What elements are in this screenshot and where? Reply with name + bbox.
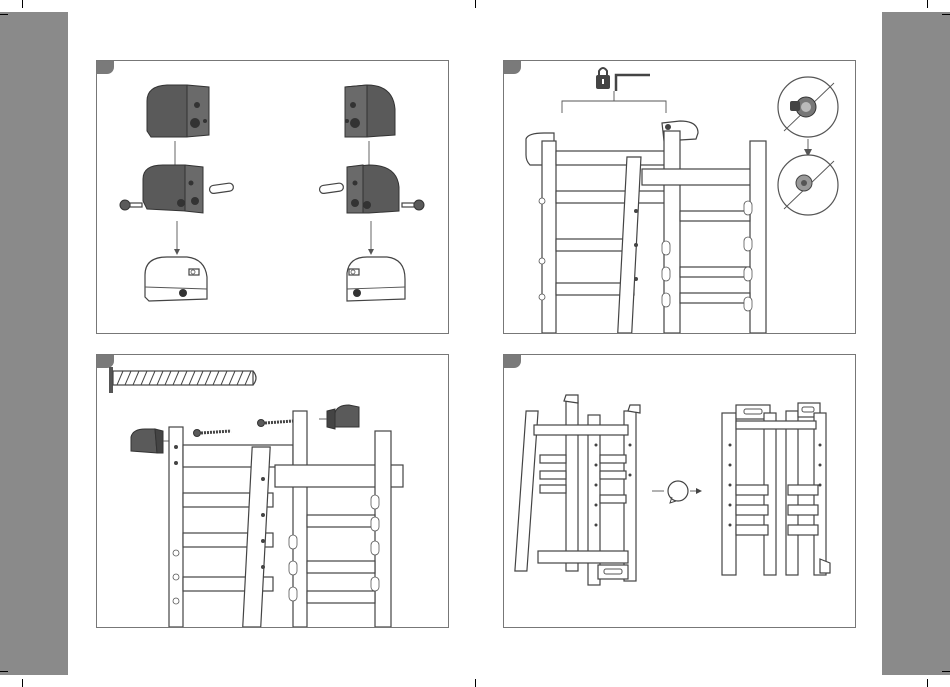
step-panel-bottom-right xyxy=(503,354,856,628)
detail-magnifier-before xyxy=(778,77,838,137)
end-cap-assembly-diagram xyxy=(97,61,448,333)
end-cap-dark-top-left xyxy=(147,85,209,137)
dowel-icon xyxy=(209,183,234,194)
ruler-icon xyxy=(109,367,256,393)
crop-mark xyxy=(0,14,8,15)
crop-mark xyxy=(475,679,476,687)
screw-icon xyxy=(402,200,424,210)
frame-upside-down xyxy=(515,395,640,585)
frame-upright xyxy=(722,403,830,575)
step-panel-top-left xyxy=(96,60,449,334)
allen-key-icon xyxy=(616,75,650,91)
lock-icon xyxy=(596,68,610,89)
screw-icon xyxy=(120,200,142,210)
left-bleed-margin xyxy=(0,12,68,675)
crop-mark xyxy=(927,679,928,687)
crop-mark xyxy=(927,0,928,8)
step-panel-bottom-left xyxy=(96,354,449,628)
screw-icon xyxy=(194,430,232,437)
crop-mark xyxy=(942,14,950,15)
right-bleed-margin xyxy=(882,12,950,675)
crop-mark xyxy=(475,0,476,8)
end-cap-dark-left xyxy=(131,429,163,453)
end-cap-dark-middle-right xyxy=(347,165,399,213)
crop-mark xyxy=(22,0,23,8)
detail-magnifier-after xyxy=(778,155,838,215)
rotate-icon xyxy=(668,481,688,503)
end-cap-white-bottom-left xyxy=(145,257,207,301)
screw-icon xyxy=(258,420,294,427)
crop-mark xyxy=(942,671,950,672)
step-panel-top-right xyxy=(503,60,856,334)
flip-frame-diagram xyxy=(504,355,855,627)
crop-mark xyxy=(22,679,23,687)
crop-mark xyxy=(0,671,8,672)
dowel-icon xyxy=(319,183,344,194)
end-cap-dark-middle-left xyxy=(143,165,203,213)
end-cap-white-bottom-right xyxy=(347,257,405,301)
end-cap-dark-right xyxy=(327,405,359,429)
frame-locking-diagram xyxy=(504,61,855,333)
frame-screw-diagram xyxy=(97,355,448,627)
end-cap-dark-top-right xyxy=(345,85,395,137)
